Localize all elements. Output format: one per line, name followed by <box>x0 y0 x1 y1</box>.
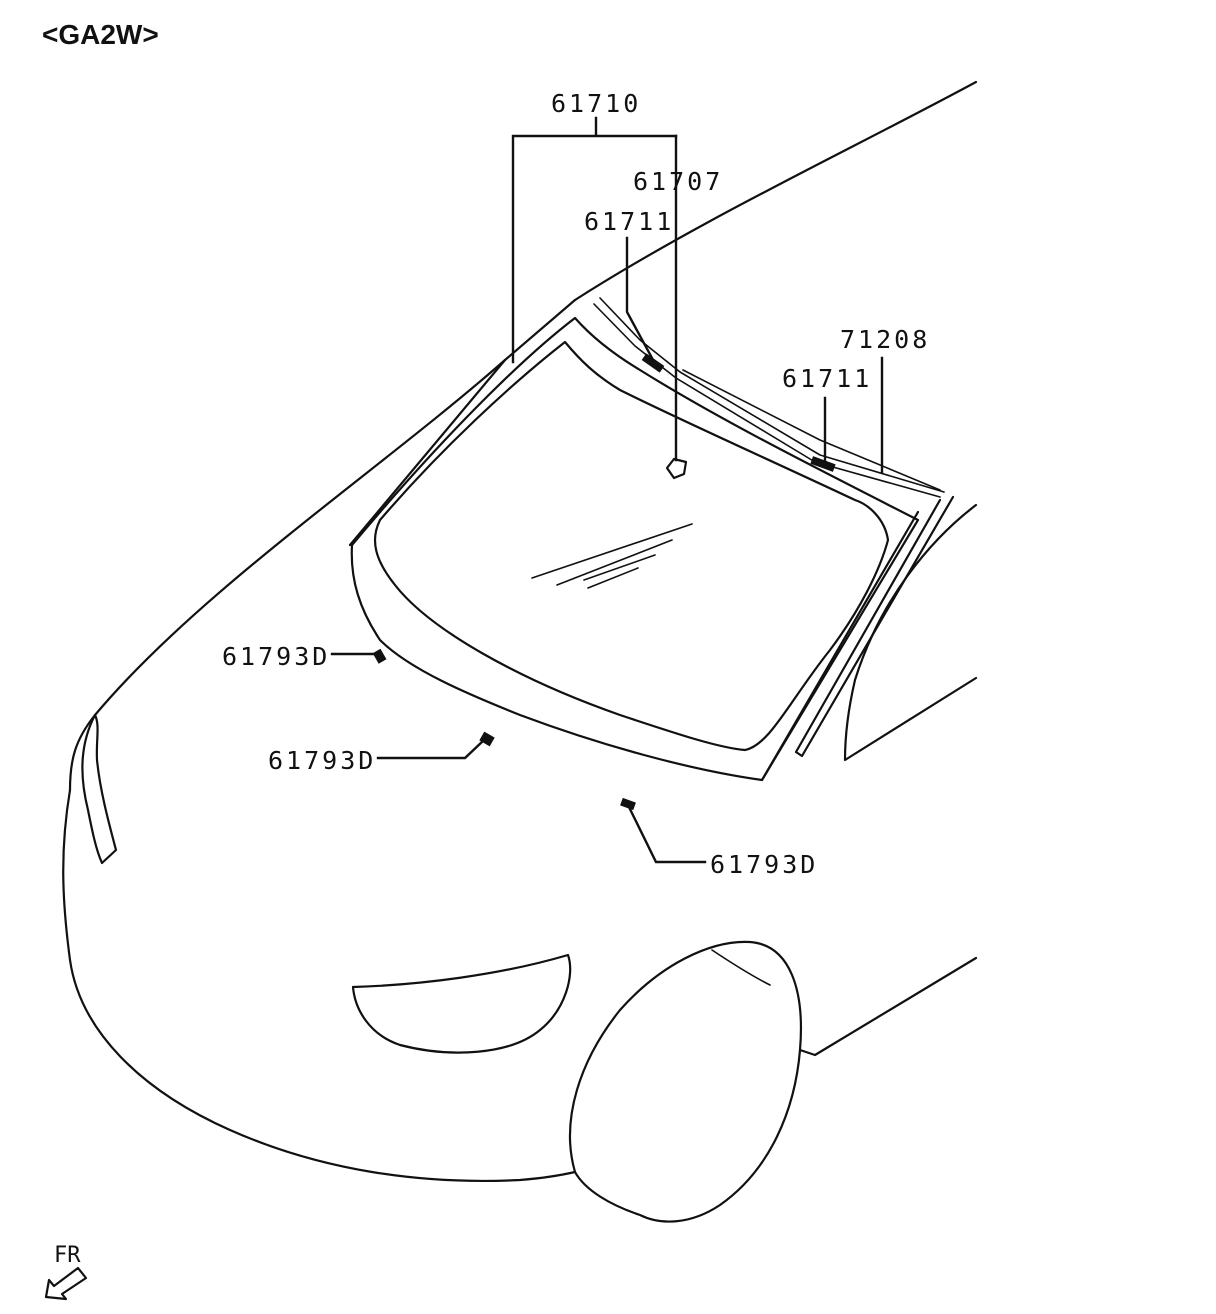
model-code-label: <GA2W> <box>42 19 159 50</box>
wheel-arch-top <box>711 949 771 986</box>
callout-61710: 61710 <box>551 89 641 118</box>
fastener-part-1 <box>372 648 387 664</box>
callout-61793d-1: 61793D <box>222 642 330 671</box>
glass-reflection <box>587 567 639 589</box>
front-wheel <box>568 940 802 1223</box>
callout-61793d-2: 61793D <box>268 746 376 775</box>
top-moulding <box>682 369 941 491</box>
front-nose <box>62 788 577 1183</box>
leader-61710 <box>511 116 678 364</box>
glass-reflection <box>531 523 693 579</box>
windshield <box>350 297 955 782</box>
leader-lines <box>330 116 884 864</box>
glass-reflection <box>583 554 656 581</box>
callout-71208: 71208 <box>840 325 930 354</box>
direction-label: FR <box>54 1243 81 1268</box>
headlight <box>81 713 118 865</box>
spacer-left-part <box>641 353 665 373</box>
callout-61711-right: 61711 <box>782 364 872 393</box>
glass-reflection <box>556 539 673 586</box>
fog-lamp-opening <box>351 953 572 1054</box>
mirror-bracket <box>665 457 688 480</box>
top-moulding <box>599 297 945 493</box>
spacer-right-part <box>810 456 836 472</box>
hood-left-line <box>68 358 507 792</box>
leader-61793d-2 <box>376 739 485 760</box>
car-body <box>62 80 978 1223</box>
direction-indicator: FR <box>44 1243 88 1301</box>
callout-61711-left: 61711 <box>584 207 674 236</box>
callout-61707: 61707 <box>633 167 723 196</box>
body-side-lower <box>798 956 978 1057</box>
windshield-outer <box>350 316 920 782</box>
fastener-part-2 <box>479 731 495 747</box>
windshield-glass <box>373 340 890 752</box>
leader-61793d-3 <box>626 803 707 864</box>
callout-61793d-3: 61793D <box>710 850 818 879</box>
leader-61711-left <box>625 236 654 360</box>
right-pillar-moulding <box>794 495 955 758</box>
side-window <box>843 503 978 762</box>
right-pillar-moulding <box>760 510 920 782</box>
arrow-front-left-icon <box>44 1266 88 1301</box>
